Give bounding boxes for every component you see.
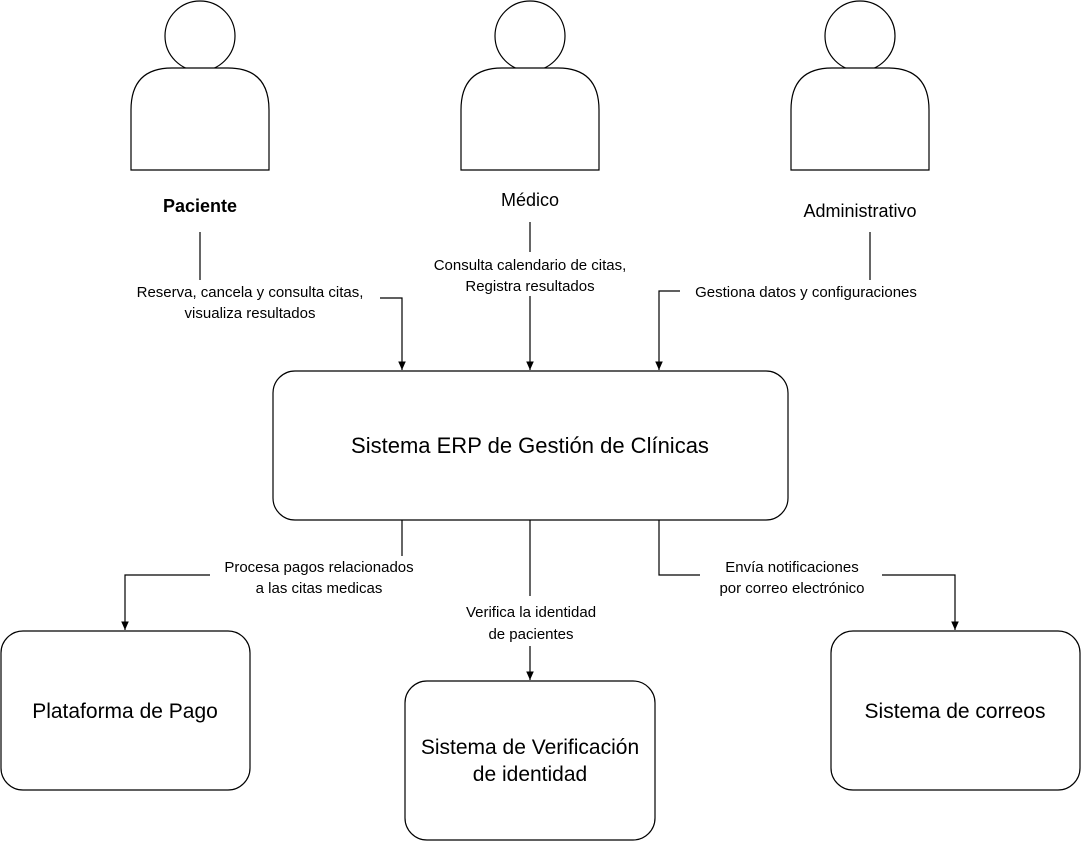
edge-correos-label-1: Envía notificaciones <box>725 559 858 576</box>
verificacion-system-label-2: de identidad <box>473 763 587 786</box>
actor-administrativo-label: Administrativo <box>803 201 916 221</box>
edge-correos-label-2: por correo electrónico <box>719 580 864 597</box>
erp-system-node: Sistema ERP de Gestión de Clínicas <box>272 370 789 521</box>
edge-pago-label-2: a las citas medicas <box>256 580 383 597</box>
edge-paciente-label-2: visualiza resultados <box>185 305 316 322</box>
edge-paciente-erp: Reserva, cancela y consulta citas, visua… <box>137 232 406 370</box>
edge-medico-label-1: Consulta calendario de citas, <box>434 257 627 274</box>
correos-system-node: Sistema de correos <box>830 630 1081 791</box>
edge-pago-label-1: Procesa pagos relacionados <box>224 559 413 576</box>
edge-medico-label-2: Registra resultados <box>465 278 594 295</box>
edge-administrativo-label: Gestiona datos y configuraciones <box>695 284 917 301</box>
edge-medico-erp: Consulta calendario de citas, Registra r… <box>434 222 627 370</box>
edge-verificacion-label-2: de pacientes <box>488 626 573 643</box>
verificacion-system-node: Sistema de Verificación de identidad <box>404 680 656 841</box>
verificacion-system-label-1: Sistema de Verificación <box>421 736 639 759</box>
erp-system-label: Sistema ERP de Gestión de Clínicas <box>351 433 709 458</box>
actor-medico: Médico <box>460 0 600 210</box>
edge-verificacion-label-1: Verifica la identidad <box>466 604 596 621</box>
edge-paciente-label-1: Reserva, cancela y consulta citas, <box>137 284 364 301</box>
person-icon <box>130 0 270 171</box>
pago-platform-label: Plataforma de Pago <box>32 700 218 723</box>
edge-erp-verificacion: Verifica la identidad de pacientes <box>466 520 596 680</box>
edge-erp-correos: Envía notificaciones por correo electrón… <box>658 520 959 630</box>
person-icon <box>460 0 600 171</box>
actor-paciente: Paciente <box>130 0 270 216</box>
person-icon <box>790 0 930 171</box>
actor-paciente-label: Paciente <box>163 196 237 216</box>
actor-medico-label: Médico <box>501 190 559 210</box>
edge-administrativo-erp: Gestiona datos y configuraciones <box>655 232 917 370</box>
pago-platform-node: Plataforma de Pago <box>0 630 251 791</box>
correos-system-label: Sistema de correos <box>865 700 1046 723</box>
edge-erp-pago: Procesa pagos relacionados a las citas m… <box>121 520 414 630</box>
actor-administrativo: Administrativo <box>790 0 930 221</box>
